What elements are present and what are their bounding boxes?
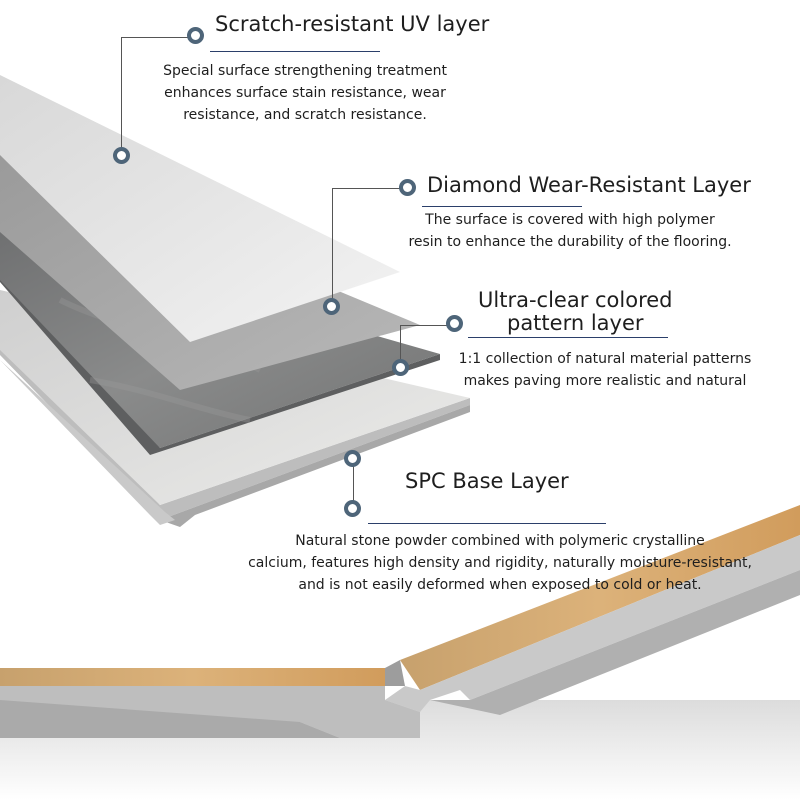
uv-layer-shape	[0, 75, 400, 342]
wear-layer-rule	[422, 206, 582, 207]
uv-leader-horizontal	[121, 37, 191, 38]
pattern-layer-title: Ultra-clear colored pattern layer	[478, 288, 673, 336]
wear-layer-description: The surface is covered with high polymer…	[408, 212, 732, 250]
base-layer-point-bottom	[344, 500, 361, 517]
base-layer-description: Natural stone powder combined with polym…	[248, 533, 752, 593]
uv-layer-marker	[187, 27, 204, 44]
pattern-layer-rule	[468, 337, 668, 338]
wear-layer-title: Diamond Wear-Resistant Layer	[427, 173, 751, 197]
floor-joint-shape	[0, 505, 800, 800]
uv-layer-point	[113, 147, 130, 164]
pattern-leader-horizontal	[400, 325, 450, 326]
pattern-layer-description: 1:1 collection of natural material patte…	[458, 351, 752, 389]
uv-layer-description: Special surface strengthening treatment …	[163, 63, 447, 123]
base-layer-title: SPC Base Layer	[405, 469, 569, 493]
wear-leader-vertical	[332, 188, 333, 306]
wear-layer-marker	[399, 179, 416, 196]
pattern-layer-point	[392, 359, 409, 376]
uv-layer-title: Scratch-resistant UV layer	[215, 12, 490, 36]
pattern-leader-vertical	[400, 325, 401, 367]
base-layer-rule	[368, 523, 606, 524]
pattern-layer-marker	[446, 315, 463, 332]
uv-leader-vertical	[121, 37, 122, 155]
base-leader-vertical	[353, 460, 354, 510]
wear-leader-horizontal	[332, 188, 404, 189]
uv-layer-rule	[210, 51, 380, 52]
base-layer-point-top	[344, 450, 361, 467]
wear-layer-point	[323, 298, 340, 315]
